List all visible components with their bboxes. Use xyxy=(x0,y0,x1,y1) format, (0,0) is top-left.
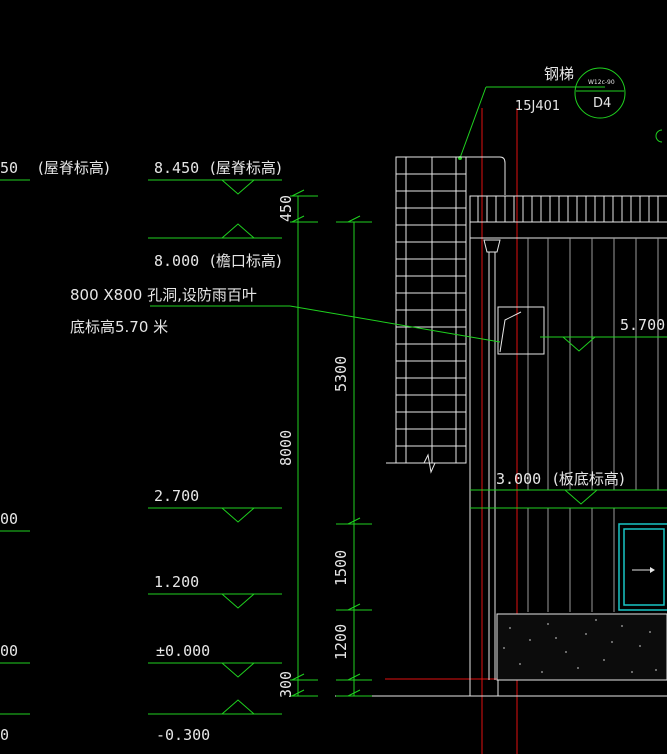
building-elevation xyxy=(335,195,667,697)
elevation-markers xyxy=(0,179,667,715)
callout-leader xyxy=(459,86,487,159)
opening-note-line1: 800 X800 孔洞,设防雨百叶 xyxy=(70,286,257,304)
left-cut-3: 0 xyxy=(0,726,9,744)
elev-zero: ±0.000 xyxy=(156,642,210,660)
dim-1500: 1500 xyxy=(332,550,350,586)
break-line xyxy=(386,453,466,474)
left-cut-2: 00 xyxy=(0,642,18,660)
elev-2700: 2.700 xyxy=(154,487,199,505)
stone-texture xyxy=(503,619,657,673)
steel-ladder-drawing xyxy=(386,156,506,474)
steel-ladder-label: 钢梯 xyxy=(544,65,574,83)
slab-label: (板底标高) xyxy=(553,470,625,488)
left-cut-1: 00 xyxy=(0,510,18,528)
ridge-label-left: (屋脊标高) xyxy=(38,159,110,177)
elev-5700: 5.700 xyxy=(620,316,665,334)
window xyxy=(618,523,667,611)
opening-note-leader xyxy=(150,305,501,343)
eave-label: (檐口标高) xyxy=(210,252,282,270)
dim-300: 300 xyxy=(277,671,295,698)
ridge-label: (屋脊标高) xyxy=(210,159,282,177)
atlas-ref-label: 15J401 xyxy=(515,99,560,114)
dimension-chains: 450 5300 8000 1500 1200 300 xyxy=(277,189,372,698)
roof-parapet xyxy=(469,195,667,223)
louver-opening xyxy=(497,306,545,355)
ridge-elev: 8.450 xyxy=(154,159,199,177)
dim-1200: 1200 xyxy=(332,624,350,660)
partial-bubble-edge xyxy=(655,129,663,143)
dim-8000: 8000 xyxy=(277,430,295,466)
opening-note-line2: 底标高5.70 米 xyxy=(70,318,168,336)
left-elev-cut: 50 xyxy=(0,159,18,177)
bubble-bottom-text: D4 xyxy=(593,96,611,111)
dim-450: 450 xyxy=(277,195,295,222)
detail-callout: 钢梯 15J401 W12c-90 D4 xyxy=(458,65,663,160)
elev-1200: 1.200 xyxy=(154,573,199,591)
elevation-labels: 50 (屋脊标高) 8.450 (屋脊标高) 8.000 (檐口标高) 800 … xyxy=(0,159,665,744)
dim-5300: 5300 xyxy=(332,356,350,392)
ladder-top-rail xyxy=(466,156,506,195)
elev-neg: -0.300 xyxy=(156,726,210,744)
detail-bubble xyxy=(574,67,626,119)
slab-elev: 3.000 xyxy=(496,470,541,488)
eave-elev: 8.000 xyxy=(154,252,199,270)
bubble-top-text: W12c-90 xyxy=(588,79,615,86)
stone-base xyxy=(496,613,667,681)
